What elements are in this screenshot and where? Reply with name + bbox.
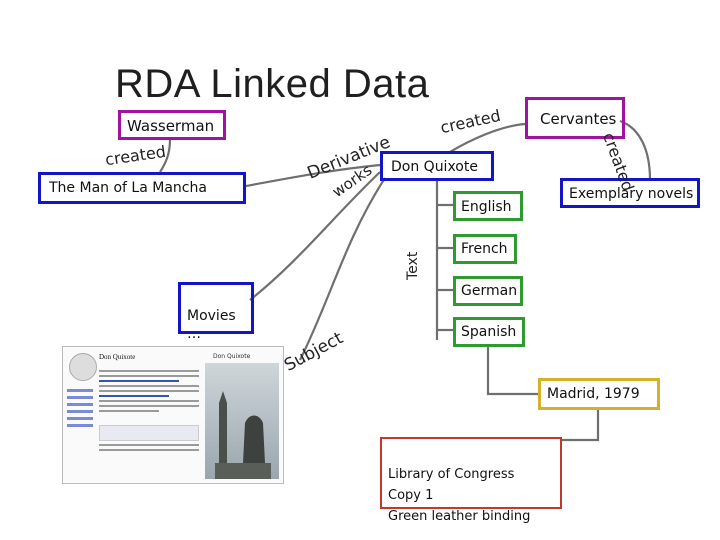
edge-label-text: Text	[405, 251, 421, 280]
node-german[interactable]: German	[453, 276, 523, 306]
wikipedia-thumbnail[interactable]: Don Quixote Don Quixote	[62, 346, 284, 484]
page-title: RDA Linked Data	[115, 62, 430, 106]
node-movies[interactable]: Movies …	[178, 282, 254, 342]
wiki-sidebar	[67, 385, 93, 475]
node-english[interactable]: English	[453, 191, 523, 221]
node-library-label: Library of Congress Copy 1 Green leather…	[388, 467, 531, 524]
edge-movies	[249, 171, 381, 301]
node-french-label: French	[461, 241, 508, 257]
node-spanish[interactable]: Spanish	[453, 317, 525, 347]
node-english-label: English	[461, 199, 512, 215]
node-man-of-la-mancha[interactable]: The Man of La Mancha	[38, 172, 246, 204]
edge-created-wasserman	[159, 138, 172, 173]
node-exemplary-novels[interactable]: Exemplary novels	[560, 178, 700, 208]
statue-icon	[215, 391, 271, 479]
wiki-page-title: Don Quixote	[99, 353, 136, 361]
node-man-of-la-mancha-label: The Man of La Mancha	[49, 180, 207, 196]
node-spanish-label: Spanish	[461, 324, 517, 340]
node-madrid-label: Madrid, 1979	[547, 386, 640, 402]
wiki-logo-icon	[69, 353, 97, 381]
edge-madrid	[486, 347, 538, 396]
node-madrid[interactable]: Madrid, 1979	[538, 378, 660, 410]
wiki-article-text	[99, 367, 199, 454]
edge-library	[562, 409, 600, 442]
node-cervantes-label: Cervantes	[540, 110, 617, 128]
node-german-label: German	[461, 283, 518, 299]
node-don-quixote[interactable]: Don Quixote	[380, 151, 494, 181]
edge-subject	[299, 177, 386, 361]
edge-created-cervantes	[449, 122, 526, 153]
statue-image	[205, 363, 279, 479]
wiki-image-caption: Don Quixote	[213, 353, 251, 360]
node-french[interactable]: French	[453, 234, 517, 264]
node-wasserman-label: Wasserman	[127, 117, 215, 135]
node-wasserman[interactable]: Wasserman	[118, 110, 226, 140]
edge-derivative-works	[245, 163, 381, 188]
edge-created-exemplary	[619, 119, 652, 181]
node-library[interactable]: Library of Congress Copy 1 Green leather…	[380, 437, 562, 524]
node-movies-label: Movies …	[187, 308, 236, 342]
node-don-quixote-label: Don Quixote	[391, 159, 478, 175]
node-cervantes[interactable]: Cervantes	[525, 97, 625, 139]
node-exemplary-novels-label: Exemplary novels	[569, 186, 694, 202]
